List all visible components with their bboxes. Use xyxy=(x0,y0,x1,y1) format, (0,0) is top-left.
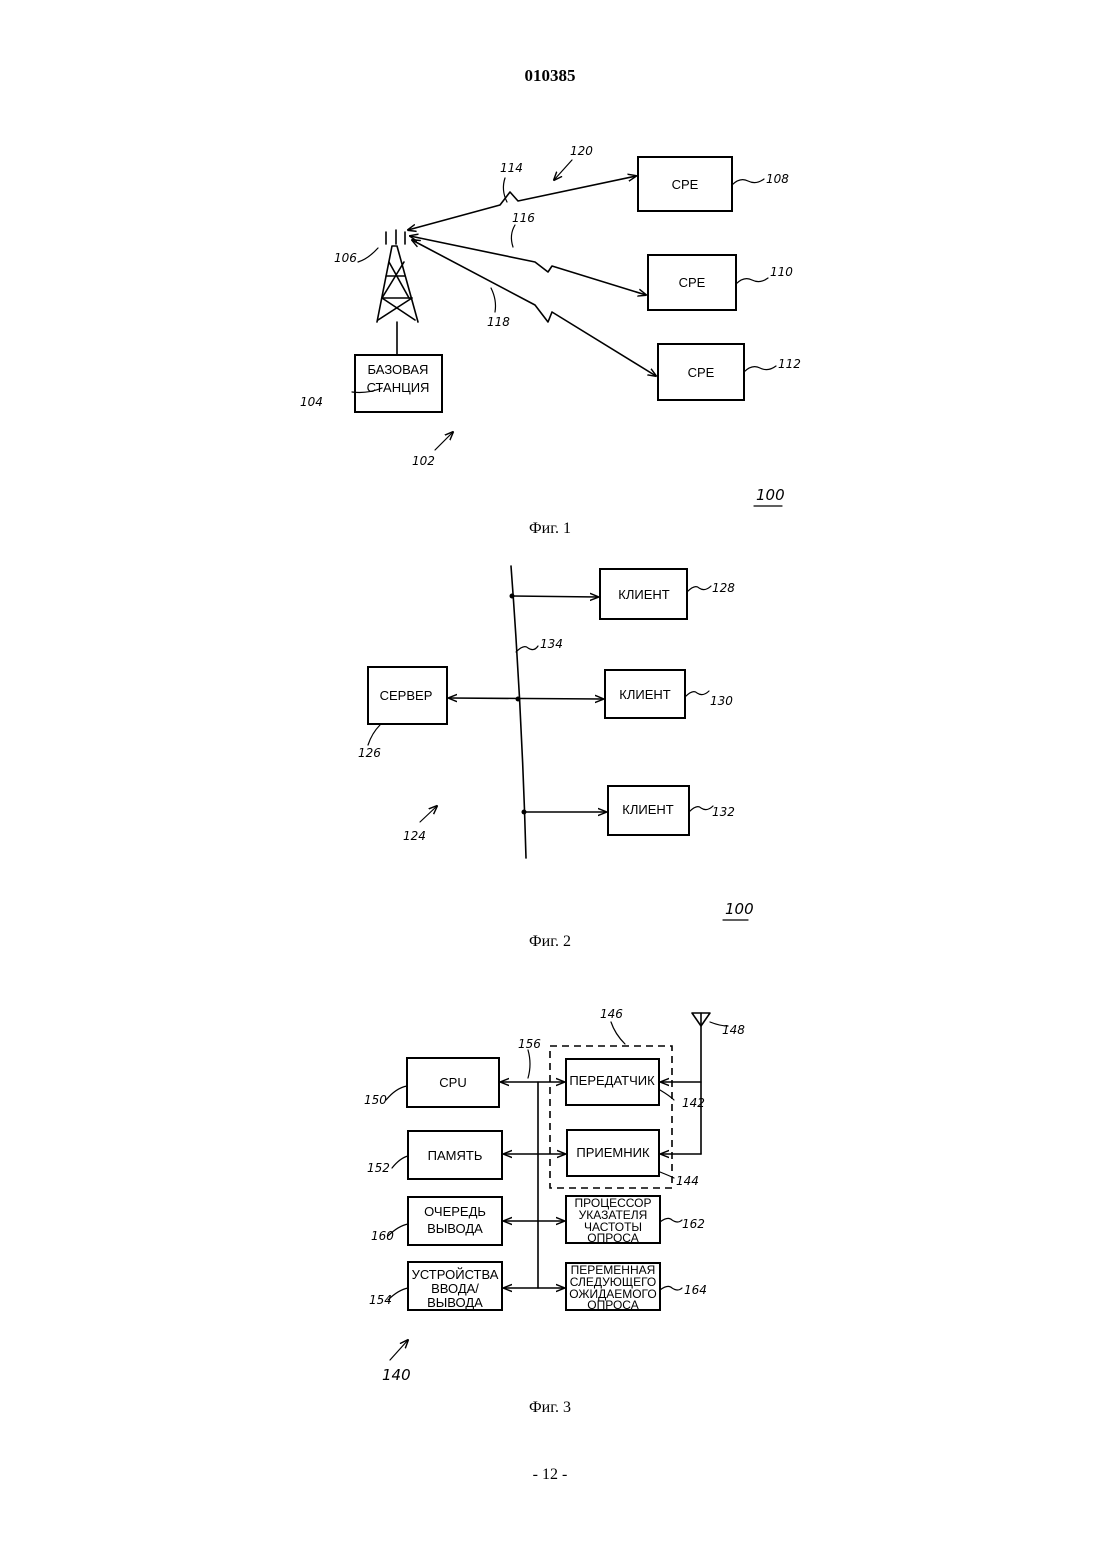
ref-140: 140 xyxy=(382,1366,411,1384)
output-queue-label-line2: ВЫВОДА xyxy=(427,1221,483,1236)
transmitter-label: ПЕРЕДАТЧИК xyxy=(569,1073,655,1088)
ref-148: 148 xyxy=(722,1023,745,1037)
poll-rate-processor-line4: ОПРОСА xyxy=(587,1231,638,1245)
memory-label: ПАМЯТЬ xyxy=(428,1148,483,1163)
leader-152 xyxy=(392,1156,408,1168)
ref-142: 142 xyxy=(682,1096,705,1110)
io-devices-label-line3: ВЫВОДА xyxy=(427,1295,483,1310)
ref-162: 162 xyxy=(682,1217,705,1231)
ref-154: 154 xyxy=(369,1293,392,1307)
leader-146 xyxy=(611,1022,625,1044)
ref-146: 146 xyxy=(600,1007,623,1021)
io-devices-label-line1: УСТРОЙСТВА xyxy=(412,1267,499,1282)
output-queue-label-line1: ОЧЕРЕДЬ xyxy=(424,1204,486,1219)
leader-164 xyxy=(660,1286,682,1290)
page-number: - 12 - xyxy=(0,1466,1100,1484)
leader-150 xyxy=(386,1086,407,1100)
leader-162 xyxy=(660,1218,682,1222)
leader-156 xyxy=(528,1050,530,1078)
io-devices-label-line2: ВВОДА/ xyxy=(431,1281,479,1296)
ref-156: 156 xyxy=(518,1037,541,1051)
ref-160: 160 xyxy=(371,1229,394,1243)
cpu-label: CPU xyxy=(439,1075,466,1090)
next-poll-variable-line4: ОПРОСА xyxy=(587,1298,638,1312)
ref-152: 152 xyxy=(367,1161,390,1175)
leader-144 xyxy=(660,1172,674,1178)
antenna-icon-148 xyxy=(692,1013,710,1154)
arrow-140 xyxy=(390,1340,408,1360)
receiver-label: ПРИЕМНИК xyxy=(576,1145,650,1160)
ref-150: 150 xyxy=(364,1093,387,1107)
ref-164: 164 xyxy=(684,1283,707,1297)
ref-144: 144 xyxy=(676,1174,699,1188)
figure-3-caption: Фиг. 3 xyxy=(0,1399,1100,1417)
